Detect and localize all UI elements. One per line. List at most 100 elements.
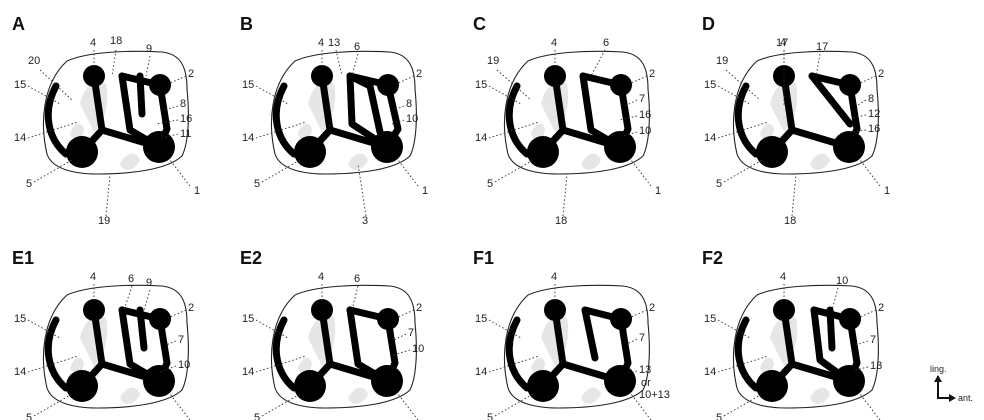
lingual-label: ling. <box>930 364 947 374</box>
label-extra: 19 <box>487 55 499 67</box>
cusp-br <box>604 131 636 163</box>
panel-f1: F142151451713or10+13 <box>473 248 670 420</box>
panel-label: B <box>240 14 253 34</box>
label-extra: 18 <box>784 215 796 227</box>
label-extra: 18 <box>110 35 122 47</box>
orientation-indicator: ling. ant. <box>930 364 973 403</box>
label-extra: 18 <box>555 215 567 227</box>
leader-extra <box>792 174 796 216</box>
label-upper_left: 15 <box>475 79 487 91</box>
label-top: 4 <box>551 271 557 283</box>
label-extra: 3 <box>362 215 368 227</box>
cusp-left <box>66 136 98 168</box>
label-right: 2 <box>878 68 884 80</box>
label-top: 4 <box>90 271 96 283</box>
label-extra: 16 <box>639 109 651 121</box>
label-upper_left: 15 <box>704 79 716 91</box>
label-extra: 16 <box>180 113 192 125</box>
label-extra: 12 <box>868 108 880 120</box>
cusp-right <box>610 74 632 96</box>
label-extra: 10 <box>406 113 418 125</box>
label-top: 4 <box>318 271 324 283</box>
label-extra: 10 <box>836 275 848 287</box>
label-top: 4 <box>780 271 786 283</box>
leader-extra <box>106 174 110 216</box>
label-upper_left: 15 <box>14 313 26 325</box>
label-extra: 19 <box>716 55 728 67</box>
label-extra: 9 <box>146 277 152 289</box>
label-bottom_left: 5 <box>254 412 260 420</box>
panel-e2: E2421514516710 <box>240 248 428 420</box>
label-top: 4 <box>551 37 557 49</box>
label-extra: 13 <box>870 360 882 372</box>
cusp-top <box>83 65 105 87</box>
panel-label: E2 <box>240 248 262 268</box>
cusp-br <box>371 365 403 397</box>
label-extra: 6 <box>603 37 609 49</box>
label-bottom_right: 1 <box>194 185 200 197</box>
label-bottom_right: 1 <box>655 185 661 197</box>
label-mid_left: 14 <box>242 366 254 378</box>
leader-bottom_right <box>170 394 190 420</box>
cusp-br <box>143 365 175 397</box>
label-mid_left: 14 <box>14 132 26 144</box>
label-extra: 8 <box>180 98 186 110</box>
panel-b: B421514511368103 <box>240 14 428 227</box>
label-top: 4 <box>318 37 324 49</box>
cusp-left <box>294 370 326 402</box>
leader-bottom_right <box>170 160 190 186</box>
cusp-left <box>294 136 326 168</box>
label-upper_left: 15 <box>242 313 254 325</box>
label-extra: or <box>641 377 651 389</box>
cusp-top <box>311 299 333 321</box>
label-extra: 16 <box>868 123 880 135</box>
label-extra: 6 <box>354 273 360 285</box>
cusp-top <box>773 299 795 321</box>
panel-label: D <box>702 14 715 34</box>
label-mid_left: 14 <box>14 366 26 378</box>
label-extra: 20 <box>28 55 40 67</box>
cusp-br <box>604 365 636 397</box>
label-extra: 10 <box>178 359 190 371</box>
panel-label: C <box>473 14 486 34</box>
panel-label: E1 <box>12 248 34 268</box>
leader-extra <box>563 174 567 216</box>
cusp-right <box>610 308 632 330</box>
label-upper_left: 15 <box>14 79 26 91</box>
panel-e1: E14215145169710 <box>12 248 200 420</box>
label-extra: 7 <box>870 334 876 346</box>
leader-bottom_right <box>860 160 880 186</box>
panel-label: F2 <box>702 248 723 268</box>
leader-bottom_right <box>398 394 418 420</box>
label-extra: 19 <box>98 215 110 227</box>
label-bottom_right: 1 <box>422 185 428 197</box>
label-extra: 7 <box>408 327 414 339</box>
leader-bottom_right <box>860 394 880 420</box>
label-extra: 13 <box>328 37 340 49</box>
label-right: 2 <box>416 302 422 314</box>
cusp-left <box>527 370 559 402</box>
label-mid_left: 14 <box>242 132 254 144</box>
label-top: 4 <box>90 37 96 49</box>
crest-5 <box>140 310 144 348</box>
label-extra: 10+13 <box>639 389 670 401</box>
crest-5 <box>140 76 142 114</box>
crest-5 <box>830 310 832 348</box>
label-extra: 9 <box>146 43 152 55</box>
label-right: 2 <box>649 68 655 80</box>
label-extra: 6 <box>128 273 134 285</box>
cusp-left <box>756 370 788 402</box>
panel-c: C421514511967161018 <box>473 14 661 227</box>
label-extra: 17 <box>816 41 828 53</box>
cusp-right <box>839 308 861 330</box>
cusp-top <box>773 65 795 87</box>
label-bottom_left: 5 <box>716 412 722 420</box>
label-extra: 7 <box>639 332 645 344</box>
label-extra: 17 <box>776 37 788 49</box>
cusp-left <box>527 136 559 168</box>
cusp-left <box>66 370 98 402</box>
label-upper_left: 15 <box>475 313 487 325</box>
leader-bottom_right <box>631 160 651 186</box>
